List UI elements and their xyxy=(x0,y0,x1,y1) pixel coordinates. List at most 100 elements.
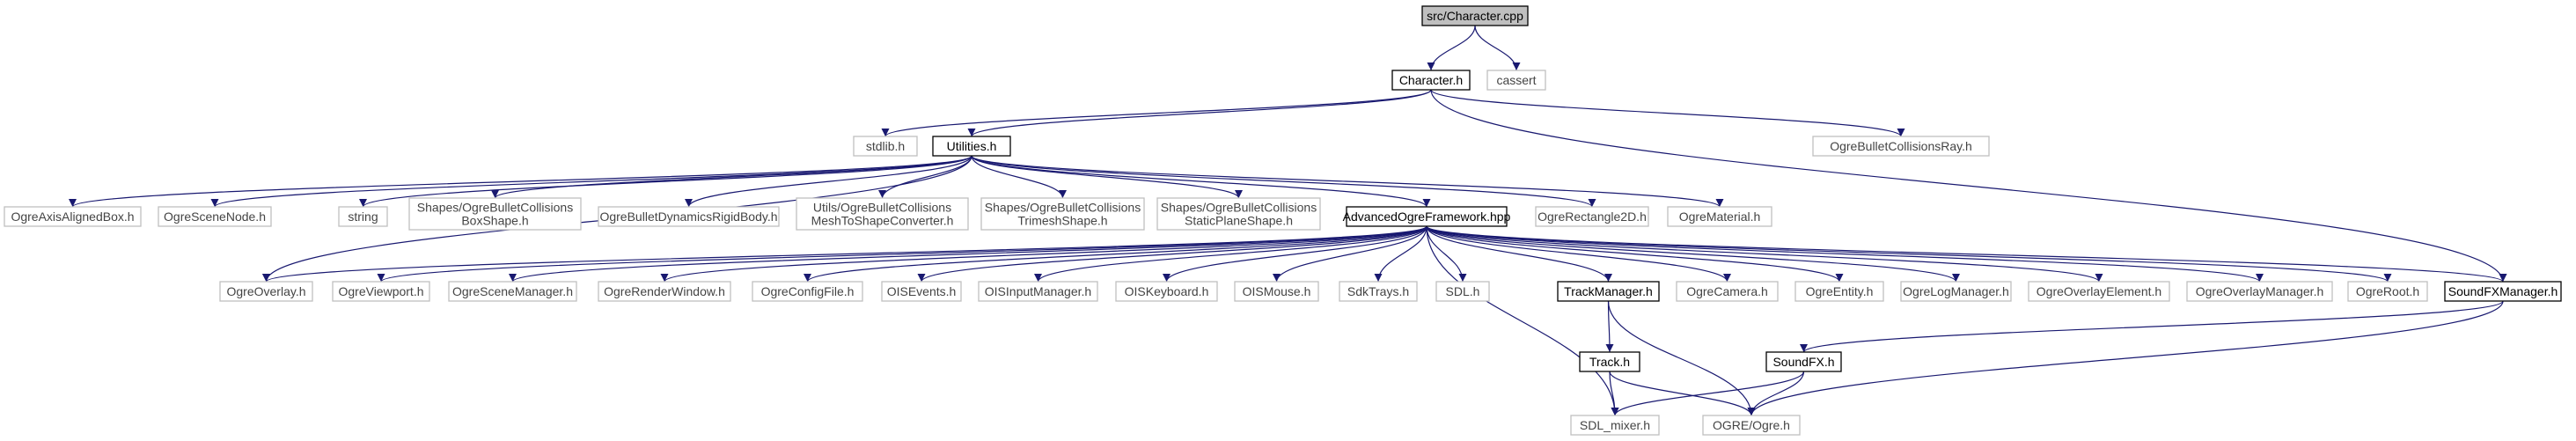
node-meshconv_h[interactable]: Utils/OgreBulletCollisionsMeshToShapeCon… xyxy=(796,197,969,231)
node-box-sdl_h xyxy=(1435,281,1490,302)
edge-aof_hpp-to-oiskeyboard_h xyxy=(1163,225,1427,283)
edge-utilities_h-to-meshconv_h xyxy=(878,155,972,199)
node-box-ray_h xyxy=(1812,136,1990,157)
edge-aof_hpp-to-configfile_h xyxy=(804,225,1427,283)
node-renderwin_h[interactable]: OgreRenderWindow.h xyxy=(598,281,731,302)
edge-aof_hpp-to-oismouse_h xyxy=(1273,225,1427,283)
edge-aof_hpp-to-overlaymgr_h xyxy=(1426,225,2264,283)
node-box-overlaymgr_h xyxy=(2186,281,2333,302)
node-logmgr_h[interactable]: OgreLogManager.h xyxy=(1900,281,2012,302)
node-root_h[interactable]: OgreRoot.h xyxy=(2347,281,2428,302)
edge-character_h-to-utilities_h xyxy=(967,89,1432,137)
node-sdl_h[interactable]: SDL.h xyxy=(1435,281,1490,302)
node-box-overlay_h xyxy=(219,281,313,302)
node-label-character_h-0: Character.h xyxy=(1399,73,1463,87)
node-track_h[interactable]: Track.h xyxy=(1579,351,1640,372)
edge-character_h-to-stdlib_h xyxy=(881,89,1432,137)
node-label-scenemgr_h-0: OgreSceneManager.h xyxy=(452,284,573,298)
node-label-stdlib_h-0: stdlib.h xyxy=(866,139,905,153)
node-aabb_h[interactable]: OgreAxisAlignedBox.h xyxy=(4,206,142,227)
node-box-oisevents_h xyxy=(881,281,962,302)
node-entity_h[interactable]: OgreEntity.h xyxy=(1794,281,1884,302)
node-scenemgr_h[interactable]: OgreSceneManager.h xyxy=(448,281,577,302)
edge-utilities_h-to-boxshape_h xyxy=(491,155,972,199)
node-label-camera_h-0: OgreCamera.h xyxy=(1686,284,1768,298)
node-stdlib_h[interactable]: stdlib.h xyxy=(853,136,918,157)
node-scenenode_h[interactable]: OgreSceneNode.h xyxy=(158,206,272,227)
node-rigidbody_h[interactable]: OgreBulletDynamicsRigidBody.h xyxy=(598,206,780,227)
edge-aof_hpp-to-oisinput_h xyxy=(1034,225,1427,283)
node-label-overlaymgr_h-0: OgreOverlayManager.h xyxy=(2196,284,2324,298)
node-configfile_h[interactable]: OgreConfigFile.h xyxy=(752,281,863,302)
node-ogre_h[interactable]: OGRE/Ogre.h xyxy=(1702,415,1801,436)
node-utilities_h[interactable]: Utilities.h xyxy=(932,136,1011,157)
node-soundfx_h[interactable]: SoundFX.h xyxy=(1765,351,1842,372)
node-sdktrays_h[interactable]: SdkTrays.h xyxy=(1339,281,1418,302)
node-label-boxshape_h-1: BoxShape.h xyxy=(461,214,528,228)
node-box-oisinput_h xyxy=(978,281,1098,302)
node-label-meshconv_h-0: Utils/OgreBulletCollisions xyxy=(813,201,951,215)
node-box-oismouse_h xyxy=(1234,281,1319,302)
node-box-sdktrays_h xyxy=(1339,281,1418,302)
node-oismouse_h[interactable]: OISMouse.h xyxy=(1234,281,1319,302)
node-viewport_h[interactable]: OgreViewport.h xyxy=(332,281,430,302)
node-label-cassert-0: cassert xyxy=(1496,73,1536,87)
edge-aof_hpp-to-entity_h xyxy=(1426,225,1844,283)
edge-trackmgr_h-to-ogre_h xyxy=(1607,300,1756,416)
edge-aof_hpp-to-renderwin_h xyxy=(660,225,1427,283)
edge-aof_hpp-to-root_h xyxy=(1426,225,2392,283)
node-overlayelem_h[interactable]: OgreOverlayElement.h xyxy=(2028,281,2170,302)
node-camera_h[interactable]: OgreCamera.h xyxy=(1676,281,1779,302)
node-string[interactable]: string xyxy=(338,206,388,227)
node-oiskeyboard_h[interactable]: OISKeyboard.h xyxy=(1115,281,1218,302)
edge-track_h-to-ogre_h xyxy=(1609,371,1756,416)
node-label-meshconv_h-1: MeshToShapeConverter.h xyxy=(811,214,954,228)
node-cassert[interactable]: cassert xyxy=(1486,70,1546,91)
node-box-scenenode_h xyxy=(158,206,272,227)
node-character_cpp[interactable]: src/Character.cpp xyxy=(1421,5,1529,26)
node-trackmgr_h[interactable]: TrackManager.h xyxy=(1557,281,1660,302)
node-box-material_h xyxy=(1667,206,1772,227)
node-sdlmixer_h[interactable]: SDL_mixer.h xyxy=(1570,415,1660,436)
node-box-rigidbody_h xyxy=(598,206,780,227)
node-overlay_h[interactable]: OgreOverlay.h xyxy=(219,281,313,302)
node-label-trimesh_h-1: TrimeshShape.h xyxy=(1017,214,1107,228)
edge-aof_hpp-to-logmgr_h xyxy=(1426,225,1960,283)
node-label-viewport_h-0: OgreViewport.h xyxy=(338,284,423,298)
node-material_h[interactable]: OgreMaterial.h xyxy=(1667,206,1772,227)
node-character_h[interactable]: Character.h xyxy=(1391,70,1471,91)
edge-character_h-to-ray_h xyxy=(1430,89,1905,137)
edge-aof_hpp-to-soundfxmgr_h xyxy=(1426,225,2507,283)
node-label-trackmgr_h-0: TrackManager.h xyxy=(1564,284,1653,298)
node-label-ogre_h-0: OGRE/Ogre.h xyxy=(1713,418,1790,432)
edge-aof_hpp-to-viewport_h xyxy=(377,225,1427,283)
node-overlaymgr_h[interactable]: OgreOverlayManager.h xyxy=(2186,281,2333,302)
node-label-oiskeyboard_h-0: OISKeyboard.h xyxy=(1125,284,1209,298)
edge-soundfx_h-to-ogre_h xyxy=(1747,371,1805,416)
node-box-cassert xyxy=(1486,70,1546,91)
node-box-aof_hpp xyxy=(1346,206,1508,227)
node-box-track_h xyxy=(1579,351,1640,372)
node-aof_hpp[interactable]: AdvancedOgreFramework.hpp xyxy=(1343,206,1511,227)
edge-soundfxmgr_h-to-soundfx_h xyxy=(1800,300,2504,353)
edge-aof_hpp-to-overlayelem_h xyxy=(1426,225,2103,283)
node-box-soundfxmgr_h xyxy=(2444,281,2562,302)
node-oisevents_h[interactable]: OISEvents.h xyxy=(881,281,962,302)
node-label-overlayelem_h-0: OgreOverlayElement.h xyxy=(2037,284,2161,298)
edge-utilities_h-to-string xyxy=(359,155,972,208)
node-trimesh_h[interactable]: Shapes/OgreBulletCollisionsTrimeshShape.… xyxy=(980,197,1145,231)
node-label-overlay_h-0: OgreOverlay.h xyxy=(227,284,306,298)
node-ray_h[interactable]: OgreBulletCollisionsRay.h xyxy=(1812,136,1990,157)
edge-aof_hpp-to-trackmgr_h xyxy=(1426,225,1612,283)
node-soundfxmgr_h[interactable]: SoundFXManager.h xyxy=(2444,281,2562,302)
node-rect2d_h[interactable]: OgreRectangle2D.h xyxy=(1535,206,1649,227)
node-box-trackmgr_h xyxy=(1557,281,1660,302)
edge-soundfxmgr_h-to-ogre_h xyxy=(1747,300,2504,416)
node-staticplane_h[interactable]: Shapes/OgreBulletCollisionsStaticPlaneSh… xyxy=(1156,197,1321,231)
node-oisinput_h[interactable]: OISInputManager.h xyxy=(978,281,1098,302)
node-box-rect2d_h xyxy=(1535,206,1649,227)
node-label-aabb_h-0: OgreAxisAlignedBox.h xyxy=(11,209,134,224)
